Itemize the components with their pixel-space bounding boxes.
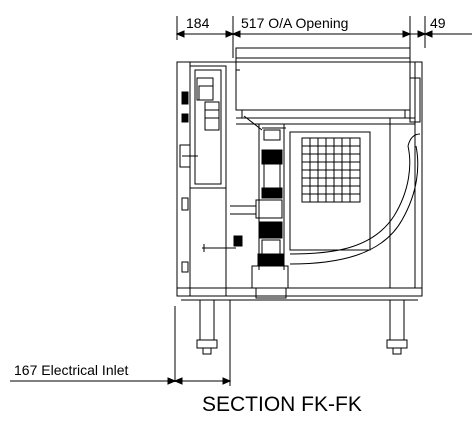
pipe-assembly xyxy=(202,115,289,289)
section-title: SECTION FK-FK xyxy=(202,393,362,416)
electrical-inlet-dimension xyxy=(10,300,232,386)
control-panel xyxy=(179,65,227,273)
dim-left-offset: 184 xyxy=(186,15,210,31)
coil-grid xyxy=(289,131,371,251)
base-legs xyxy=(196,287,408,355)
dim-opening: 517 O/A Opening xyxy=(241,15,348,31)
curved-hose xyxy=(289,133,421,265)
dim-right-offset: 49 xyxy=(430,15,446,31)
air-housing xyxy=(235,47,421,125)
top-dimension-line xyxy=(175,16,472,72)
dim-electrical-inlet: 167 Electrical Inlet xyxy=(14,362,129,378)
